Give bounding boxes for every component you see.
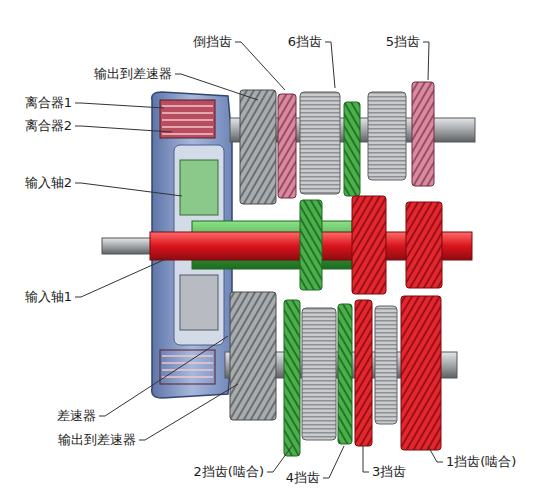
leader-line: [75, 103, 164, 108]
leader-line: [325, 42, 335, 88]
part-label: 1挡齿(啮合): [446, 454, 516, 470]
leader-line: [175, 74, 258, 100]
part-label: 2挡齿(啮合): [194, 464, 264, 480]
part-label: 离合器2: [25, 118, 72, 134]
part-label: 离合器1: [25, 95, 72, 111]
leader-line: [75, 258, 168, 297]
part-label: 输出到差速器: [58, 432, 136, 448]
part-label: 输入轴1: [25, 289, 72, 305]
part-label: 5挡齿: [386, 34, 420, 50]
part-label: 6挡齿: [288, 34, 322, 50]
leader-line: [428, 446, 443, 462]
part-label: 差速器: [57, 408, 96, 424]
part-label: 输入轴2: [25, 175, 72, 191]
leader-line: [363, 446, 369, 472]
part-label: 倒挡齿: [193, 34, 232, 50]
leader-line: [99, 336, 228, 416]
leader-line: [267, 446, 292, 472]
leader-line: [423, 42, 429, 80]
leader-line: [235, 42, 285, 90]
part-label: 3挡齿: [372, 464, 406, 480]
part-label: 输出到差速器: [94, 66, 172, 82]
part-label: 4挡齿: [286, 470, 320, 486]
leader-line: [323, 446, 344, 478]
leader-line: [139, 384, 238, 440]
leader-line: [75, 126, 172, 132]
leader-line: [75, 183, 182, 196]
